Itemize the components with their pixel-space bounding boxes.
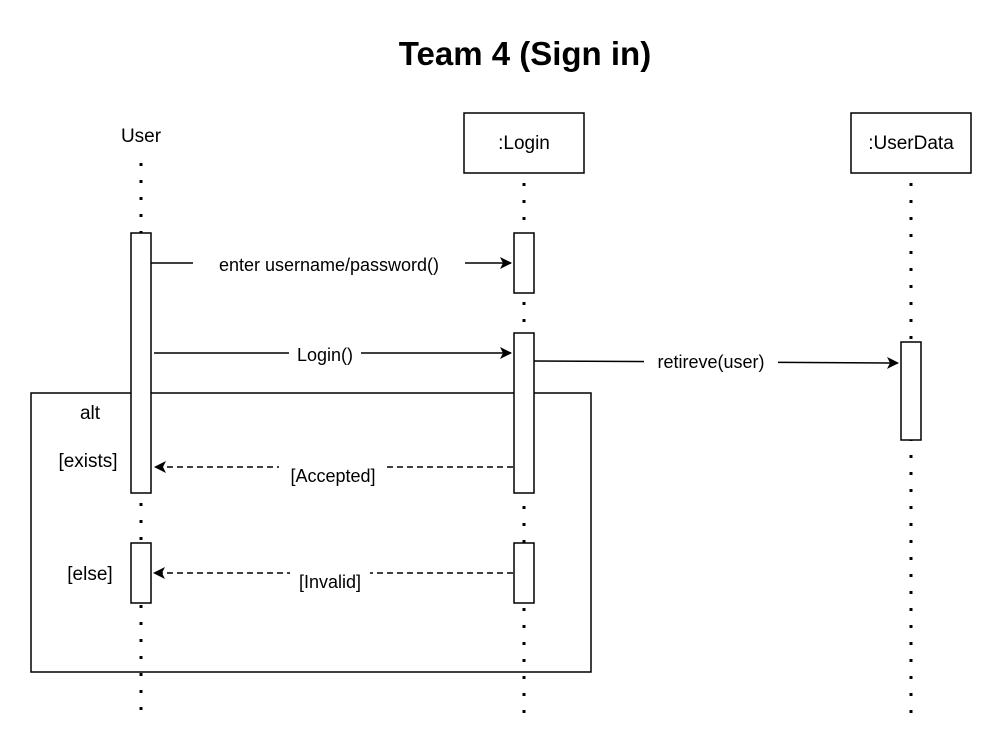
- participant-user-label: User: [121, 126, 162, 147]
- participant-login-box: [463, 112, 585, 174]
- message-login: Login(): [154, 343, 512, 365]
- message-retrieve-user-label: retireve(user): [657, 352, 764, 372]
- activation-user-1: [130, 232, 152, 494]
- alt-operator-label: alt: [80, 403, 101, 424]
- participant-userdata-label: :UserData: [868, 133, 954, 154]
- guard-else: [else]: [67, 564, 112, 585]
- activation-user-2: [130, 542, 152, 604]
- message-enter-credentials-label: enter username/password(): [219, 255, 439, 275]
- return-accepted-label: [Accepted]: [290, 466, 375, 486]
- activation-login-3: [513, 542, 535, 604]
- activation-userdata-1: [900, 341, 922, 441]
- participant-login-label: :Login: [498, 133, 550, 154]
- guard-exists: [exists]: [58, 451, 117, 472]
- activation-login-1: [513, 232, 535, 294]
- return-invalid: [Invalid]: [153, 567, 513, 592]
- message-retrieve-user: retireve(user): [533, 350, 899, 372]
- message-enter-credentials: enter username/password(): [151, 253, 512, 275]
- message-login-label: Login(): [297, 345, 353, 365]
- return-accepted: [Accepted]: [154, 461, 513, 486]
- alt-fragment-box: [30, 392, 592, 673]
- diagram-title: Team 4 (Sign in): [399, 35, 651, 72]
- activation-login-2: [513, 332, 535, 494]
- return-invalid-label: [Invalid]: [299, 572, 361, 592]
- participant-userdata-box: [850, 112, 972, 174]
